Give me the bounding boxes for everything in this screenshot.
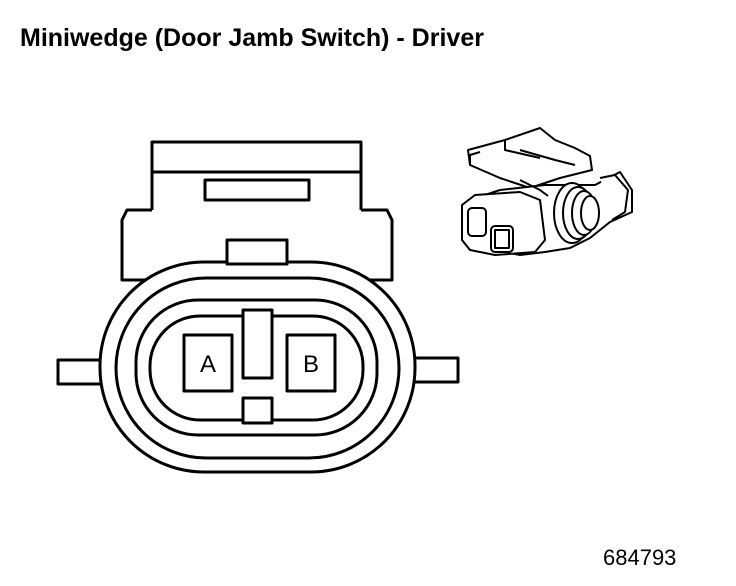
figure-number: 684793 bbox=[603, 545, 677, 570]
diagram-title: Miniwedge (Door Jamb Switch) - Driver bbox=[20, 24, 484, 52]
bottom-center-key bbox=[241, 396, 274, 425]
top-center-key bbox=[241, 308, 274, 380]
lock-tab bbox=[225, 238, 289, 266]
pin-a-label: A bbox=[200, 351, 216, 378]
connector-isometric-illustration bbox=[461, 127, 633, 256]
pin-b-label: B bbox=[303, 351, 319, 378]
pin-b-terminal bbox=[285, 333, 337, 393]
pin-a-terminal bbox=[182, 333, 234, 393]
